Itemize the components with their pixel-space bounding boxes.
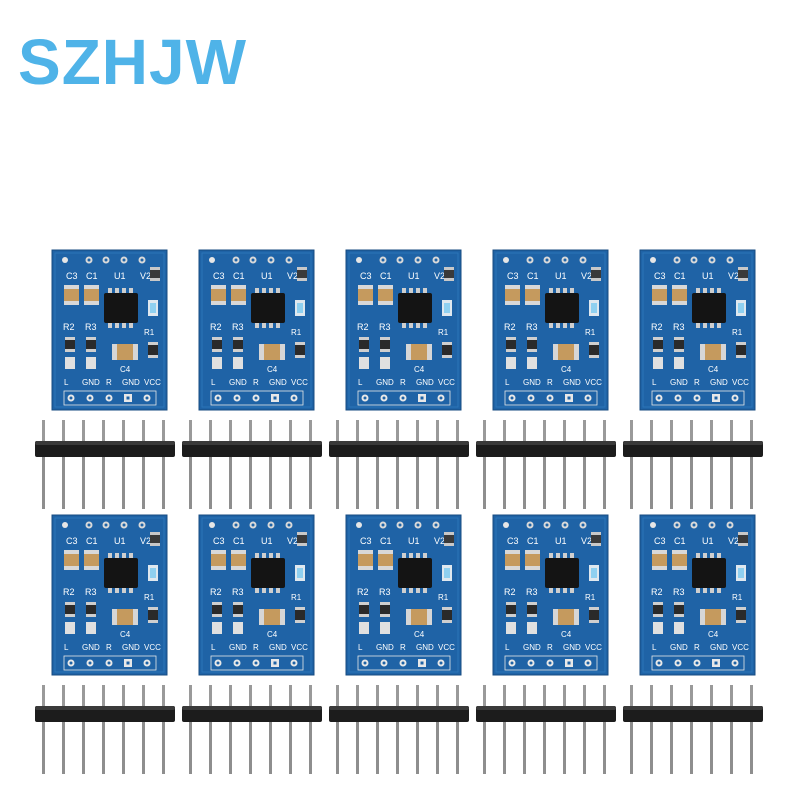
amp-board — [492, 514, 609, 676]
amp-board — [51, 249, 168, 411]
pin-header — [623, 685, 763, 774]
amp-board — [345, 249, 462, 411]
pin-header — [476, 420, 616, 509]
pin-header — [182, 685, 322, 774]
pin-header — [329, 685, 469, 774]
amp-board — [198, 249, 315, 411]
amp-board — [639, 514, 756, 676]
amp-board — [492, 249, 609, 411]
amp-board — [198, 514, 315, 676]
amp-board — [639, 249, 756, 411]
pin-header — [35, 420, 175, 509]
pin-header — [329, 420, 469, 509]
pin-header — [182, 420, 322, 509]
amp-board — [345, 514, 462, 676]
brand-logo: SZHJW — [18, 26, 247, 98]
pin-header — [35, 685, 175, 774]
pin-header — [476, 685, 616, 774]
amp-board — [51, 514, 168, 676]
pin-header — [623, 420, 763, 509]
